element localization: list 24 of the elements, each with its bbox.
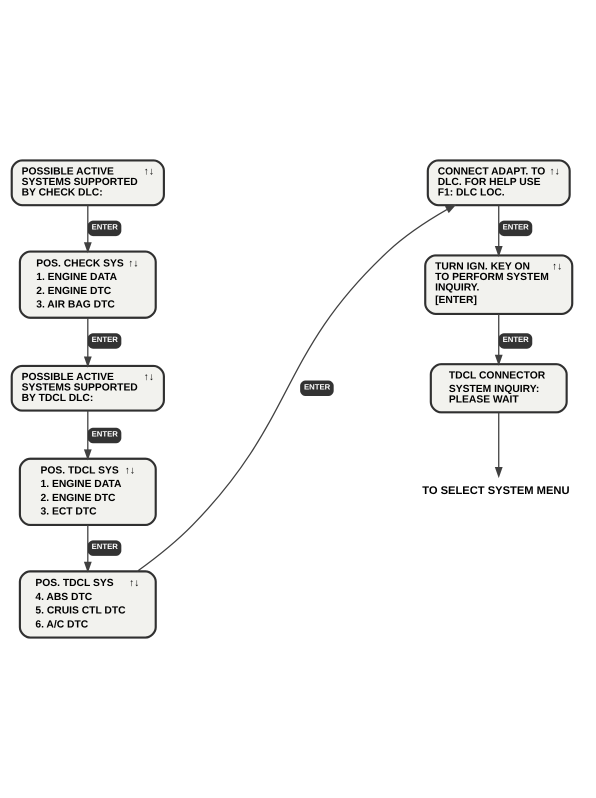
edge-label: ENTER bbox=[92, 542, 118, 552]
node-text: TO SELECT SYSTEM MENU bbox=[422, 484, 570, 497]
node-box: POS. TDCL SYS ↑↓ 1. ENGINE DATA 2. ENGINE DTC 3. ECT DTC bbox=[18, 458, 157, 526]
node-box: POS. TDCL SYS ↑↓ 4. ABS DTC 5. CRUIS CTL DTC 6. A/C DTC bbox=[18, 570, 157, 639]
edge-label: ENTER bbox=[92, 335, 118, 344]
arrow bbox=[84, 205, 92, 254]
node-box: POS. CHECK SYS ↑↓ 1. ENGINE DATA 2. ENGINE DTC 3. AIR BAG DTC bbox=[18, 250, 157, 319]
edge-label: ENTER bbox=[304, 382, 330, 392]
arrow bbox=[84, 410, 92, 461]
node-box: CONNECT ADAPT. TO DLC. FOR HELP USE F1: DLC LOC. ↑↓ bbox=[426, 159, 571, 206]
arrow bbox=[84, 525, 92, 573]
edge-label: ENTER bbox=[502, 335, 529, 344]
edge-label: ENTER bbox=[92, 430, 118, 439]
arrow bbox=[494, 314, 503, 366]
node-box: TDCL CONNECTOR SYSTEM INQUIRY: PLEASE WAIT bbox=[430, 363, 568, 414]
arrow bbox=[494, 205, 503, 258]
arrow bbox=[136, 204, 457, 572]
node-box: TURN IGN. KEY ON TO PERFORM SYSTEM INQUIRY. ↑↓ [ENTER] bbox=[424, 254, 574, 315]
node-box: POSSIBLE ACTIVE SYSTEMS SUPPORTED BY TDCL DLC: ↑↓ bbox=[10, 364, 165, 412]
edge-label: ENTER bbox=[502, 222, 529, 232]
arrow bbox=[494, 412, 503, 478]
node-box: POSSIBLE ACTIVE SYSTEMS SUPPORTED BY CHECK DLC: ↑↓ bbox=[10, 159, 165, 206]
edge-label: ENTER bbox=[92, 222, 118, 232]
arrow bbox=[84, 318, 92, 368]
